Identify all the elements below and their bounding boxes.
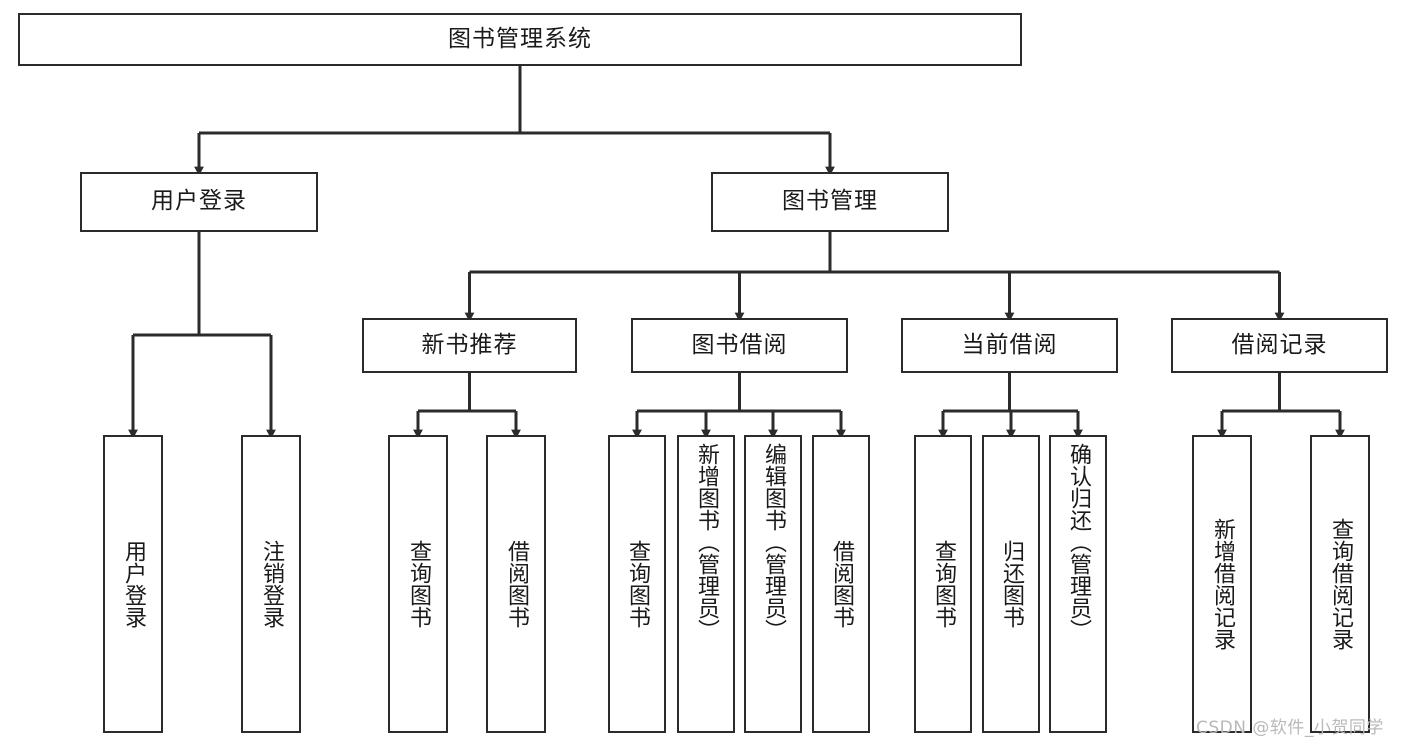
node-leaf-query-book-2-label: 查询图书	[624, 540, 650, 628]
node-leaf-user-login[interactable]: 用户登录	[103, 435, 163, 733]
node-leaf-edit-book-admin-label: 编辑图书（管理员）	[760, 443, 786, 641]
node-leaf-query-book-3-label: 查询图书	[930, 540, 956, 628]
csdn-watermark: CSDN @软件_小贺同学	[1196, 718, 1384, 738]
node-book-borrow-label: 图书借阅	[691, 331, 788, 358]
node-leaf-user-login-label: 用户登录	[120, 540, 146, 628]
node-root-label: 图书管理系统	[448, 25, 592, 52]
node-leaf-edit-book-admin[interactable]: 编辑图书（管理员）	[744, 435, 802, 733]
node-book-borrow[interactable]: 图书借阅	[631, 318, 848, 373]
node-leaf-return-book-label: 归还图书	[998, 540, 1024, 628]
node-leaf-add-book-admin[interactable]: 新增图书（管理员）	[677, 435, 735, 733]
node-leaf-query-book-3[interactable]: 查询图书	[914, 435, 972, 733]
node-new-book-recommend[interactable]: 新书推荐	[362, 318, 577, 373]
node-leaf-confirm-return-admin[interactable]: 确认归还（管理员）	[1049, 435, 1107, 733]
node-leaf-return-book[interactable]: 归还图书	[982, 435, 1040, 733]
node-leaf-add-borrow-record-label: 新增借阅记录	[1209, 518, 1235, 650]
node-user-login[interactable]: 用户登录	[80, 172, 318, 232]
node-leaf-query-book-2[interactable]: 查询图书	[608, 435, 666, 733]
node-root[interactable]: 图书管理系统	[18, 13, 1022, 66]
node-leaf-user-logout-label: 注销登录	[258, 540, 284, 628]
node-book-manage[interactable]: 图书管理	[711, 172, 949, 232]
node-leaf-borrow-book-1[interactable]: 借阅图书	[486, 435, 546, 733]
node-leaf-borrow-book-2[interactable]: 借阅图书	[812, 435, 870, 733]
node-leaf-add-borrow-record[interactable]: 新增借阅记录	[1192, 435, 1252, 733]
node-borrow-record-label: 借阅记录	[1231, 331, 1328, 358]
node-leaf-borrow-book-1-label: 借阅图书	[503, 540, 529, 628]
node-borrow-record[interactable]: 借阅记录	[1171, 318, 1388, 373]
node-book-manage-label: 图书管理	[782, 188, 878, 215]
node-new-book-recommend-label: 新书推荐	[421, 331, 518, 358]
node-leaf-query-book-1-label: 查询图书	[405, 540, 431, 628]
node-leaf-borrow-book-2-label: 借阅图书	[828, 540, 854, 628]
node-leaf-query-borrow-record[interactable]: 查询借阅记录	[1310, 435, 1370, 733]
node-leaf-add-book-admin-label: 新增图书（管理员）	[693, 443, 719, 641]
node-leaf-user-logout[interactable]: 注销登录	[241, 435, 301, 733]
node-leaf-query-book-1[interactable]: 查询图书	[388, 435, 448, 733]
node-leaf-query-borrow-record-label: 查询借阅记录	[1327, 518, 1353, 650]
node-current-borrow[interactable]: 当前借阅	[901, 318, 1118, 373]
node-leaf-confirm-return-admin-label: 确认归还（管理员）	[1065, 443, 1091, 641]
node-current-borrow-label: 当前借阅	[961, 331, 1058, 358]
node-user-login-label: 用户登录	[151, 188, 247, 215]
